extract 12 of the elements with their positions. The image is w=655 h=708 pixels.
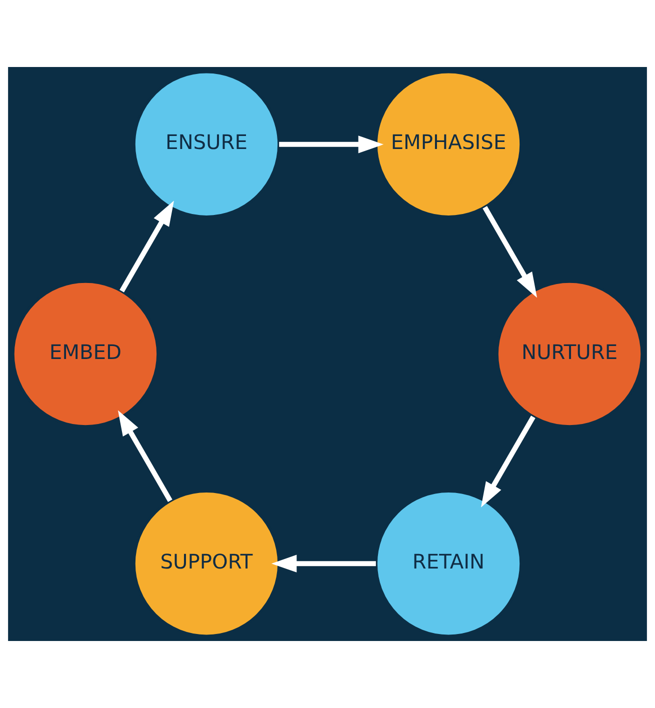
node-circle: NURTURE <box>496 280 644 428</box>
arrow <box>481 416 536 508</box>
node-circle: EMBED <box>12 280 160 428</box>
arrow <box>482 206 538 298</box>
arrow <box>118 410 172 502</box>
arrow <box>279 136 384 154</box>
arrow <box>271 554 376 572</box>
node-circle: SUPPORT <box>132 490 280 638</box>
node-circle: RETAIN <box>374 490 522 638</box>
node-circle: ENSURE <box>132 70 280 218</box>
node-circle: EMPHASISE <box>374 70 522 218</box>
arrow <box>120 200 174 292</box>
